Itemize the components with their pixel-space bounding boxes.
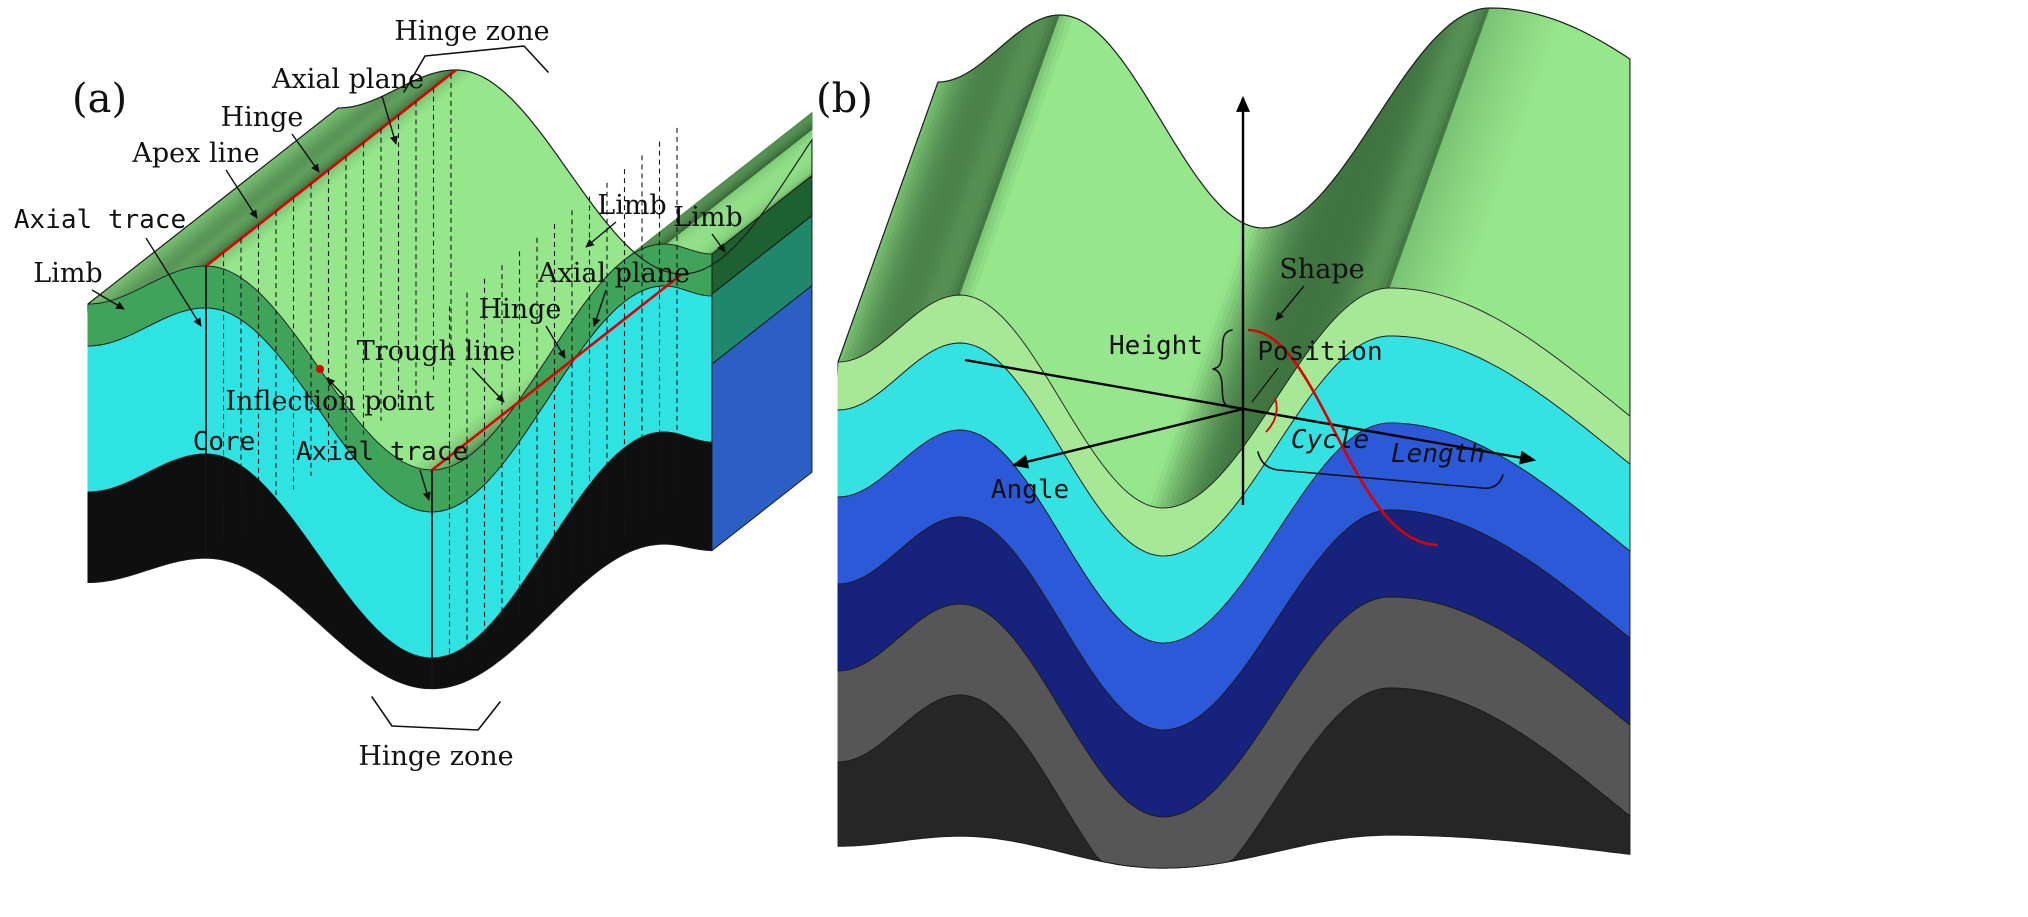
- panel-a-letter: (a): [72, 76, 127, 122]
- label-limb-right-2: Limb: [673, 202, 742, 233]
- label-height: Height: [1109, 331, 1203, 361]
- arrow-apex-line: [225, 169, 258, 219]
- arrow-shape: [1275, 285, 1305, 321]
- position-leader-line: [1251, 367, 1279, 403]
- label-trough-line: Trough line: [357, 336, 515, 367]
- label-axial-plane-1: Axial plane: [271, 64, 424, 95]
- panel-b-letter: (b): [816, 76, 873, 122]
- transverse-axis-arrow: [964, 358, 1537, 465]
- arrow-inflection-point: [326, 377, 345, 397]
- height-brace: [1212, 329, 1233, 409]
- label-axial-trace-1: Axial trace: [14, 205, 186, 235]
- arrow-limb-right-1: [585, 221, 617, 248]
- fold-block-b: [837, 7, 1631, 869]
- arrow-hinge-2: [545, 325, 566, 359]
- label-length: Length: [1391, 439, 1485, 469]
- panel-a-annotations: (a) Hinge zone Axial plane Hinge Apex li…: [14, 16, 743, 772]
- cycle-length-brace: [1257, 451, 1504, 490]
- angle-axis-arrow: [1011, 407, 1244, 469]
- fold-shape-curve: [1247, 328, 1439, 547]
- label-axial-trace-2: Axial trace: [296, 437, 468, 467]
- label-axial-plane-2: Axial plane: [537, 258, 690, 289]
- top-surface: [837, 7, 1631, 509]
- fold-block-a: [87, 68, 813, 690]
- label-shape: Shape: [1279, 254, 1364, 285]
- block-edges: [837, 7, 1631, 417]
- red-hinge-line: [205, 68, 457, 268]
- label-position: Position: [1257, 337, 1382, 367]
- red-hinge-line: [431, 272, 683, 472]
- arrow-limb-right-2: [711, 233, 726, 253]
- axial-plane-fan: [431, 127, 678, 689]
- label-limb-right-1: Limb: [597, 190, 666, 221]
- hinge-zone-bottom-bracket: [371, 696, 501, 731]
- angle-arc: [1265, 397, 1278, 433]
- label-hinge-1: Hinge: [221, 102, 304, 133]
- arrow-trough-line: [471, 367, 505, 403]
- hinge-zone-top-bracket: [403, 45, 549, 93]
- arrow-limb-left: [91, 289, 125, 310]
- side-face-bands: [711, 174, 813, 552]
- label-core: Core: [193, 427, 256, 457]
- panel-b-annotations: (b) Shape Height Position Angle Cycle Le…: [816, 76, 1537, 547]
- label-cycle: Cycle: [1291, 425, 1369, 455]
- label-angle: Angle: [991, 475, 1069, 505]
- inflection-point-dot: [316, 365, 324, 373]
- label-limb-left: Limb: [33, 258, 102, 289]
- arrow-axial-trace-1: [145, 237, 202, 327]
- arrow-axial-plane-1: [381, 95, 398, 145]
- label-hinge-zone-top: Hinge zone: [394, 16, 549, 47]
- arrow-axial-trace-2: [419, 469, 431, 501]
- axial-plane-fan: [205, 73, 452, 558]
- label-hinge-2: Hinge: [479, 294, 562, 325]
- label-inflection-point: Inflection point: [225, 386, 434, 417]
- label-hinge-zone-bottom: Hinge zone: [358, 741, 513, 772]
- label-apex-line: Apex line: [131, 138, 259, 169]
- arrow-hinge-1: [291, 133, 320, 173]
- front-face-layers: [837, 287, 1631, 869]
- arrow-axial-plane-2: [592, 289, 607, 327]
